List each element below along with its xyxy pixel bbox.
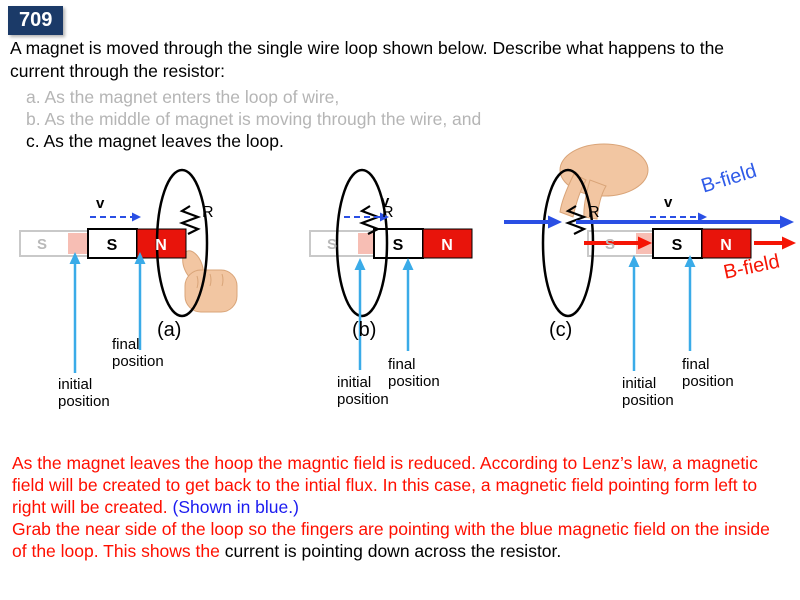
diagram-caption-a: (a) (157, 319, 182, 341)
explanation-paragraph-2: Grab the near side of the loop so the fi… (12, 518, 788, 562)
magnet-north (136, 228, 187, 259)
initial-position-arrow (69, 252, 81, 373)
resistor-label: R (202, 204, 214, 221)
magnet-south (652, 228, 703, 259)
magnet-north (422, 228, 473, 259)
initial-position-label: initial position (58, 376, 110, 410)
initial-position-label: initial position (337, 374, 389, 408)
final-position-label: final position (682, 356, 734, 390)
magnet-north-label: N (441, 237, 453, 254)
velocity-label: v (381, 193, 390, 210)
final-position-arrow (134, 252, 146, 350)
velocity-arrow (344, 212, 389, 222)
explanation-block: As the magnet leaves the hoop the magnti… (12, 452, 788, 562)
magnet-south-label: S (107, 237, 118, 254)
knuckle-lines (196, 273, 224, 289)
explanation-blue-text: (Shown in blue.) (172, 497, 299, 517)
final-position-arrow (402, 258, 414, 351)
wire-loop (155, 168, 209, 318)
final-position-label: final position (112, 336, 164, 370)
resistor-symbol (358, 205, 382, 235)
final-position-label: final position (388, 356, 440, 390)
wire-loop (335, 168, 389, 318)
resistor-symbol (178, 205, 202, 235)
magnet-north-label: N (155, 237, 167, 254)
question-text: A magnet is moved through the single wir… (10, 38, 725, 81)
question-item-b: b. As the middle of magnet is moving thr… (26, 109, 482, 129)
diagram-c: S S N (504, 143, 796, 371)
magnet-ghost-south-label: S (605, 236, 615, 253)
diagram-caption-b: (b) (352, 319, 377, 341)
magnet-south (87, 228, 138, 259)
question-item-a: a. As the magnet enters the loop of wire… (26, 87, 340, 107)
initial-position-arrow (354, 258, 366, 370)
explanation-red-text: Grab the near side of the loop so the fi… (12, 519, 770, 561)
explanation-red-text: As the magnet leaves the hoop the magnti… (12, 453, 758, 517)
magnet-north-label: N (720, 237, 732, 254)
magnet-south (373, 228, 424, 259)
explanation-black-text: current is pointing down across the resi… (224, 541, 562, 561)
slide-number-badge: 709 (8, 6, 64, 35)
b-field-arrow-blue (504, 215, 794, 229)
b-field-arrow-red (584, 236, 796, 250)
initial-position-arrow (628, 255, 640, 371)
velocity-label: v (664, 194, 673, 211)
question-item-c: c. As the magnet leaves the loop. (26, 131, 284, 151)
explanation-paragraph-1: As the magnet leaves the hoop the magnti… (12, 452, 788, 518)
magnet-north (701, 228, 752, 259)
diagram-b: S S N (309, 168, 473, 370)
velocity-arrow (650, 212, 707, 222)
final-position-arrow (684, 255, 696, 351)
velocity-arrow (90, 212, 141, 222)
resistor-label: R (382, 204, 394, 221)
magnet-ghost-south-label: S (37, 236, 47, 253)
velocity-label: v (96, 195, 105, 212)
initial-position-label: initial position (622, 375, 674, 409)
diagram-caption-c: (c) (549, 319, 573, 341)
resistor-label: R (588, 204, 600, 221)
magnet-south-label: S (672, 237, 683, 254)
magnet-south-label: S (393, 237, 404, 254)
diagram-a: S S N (19, 168, 238, 373)
magnet-ghost-south-label: S (327, 236, 337, 253)
hand-photo (182, 250, 238, 313)
